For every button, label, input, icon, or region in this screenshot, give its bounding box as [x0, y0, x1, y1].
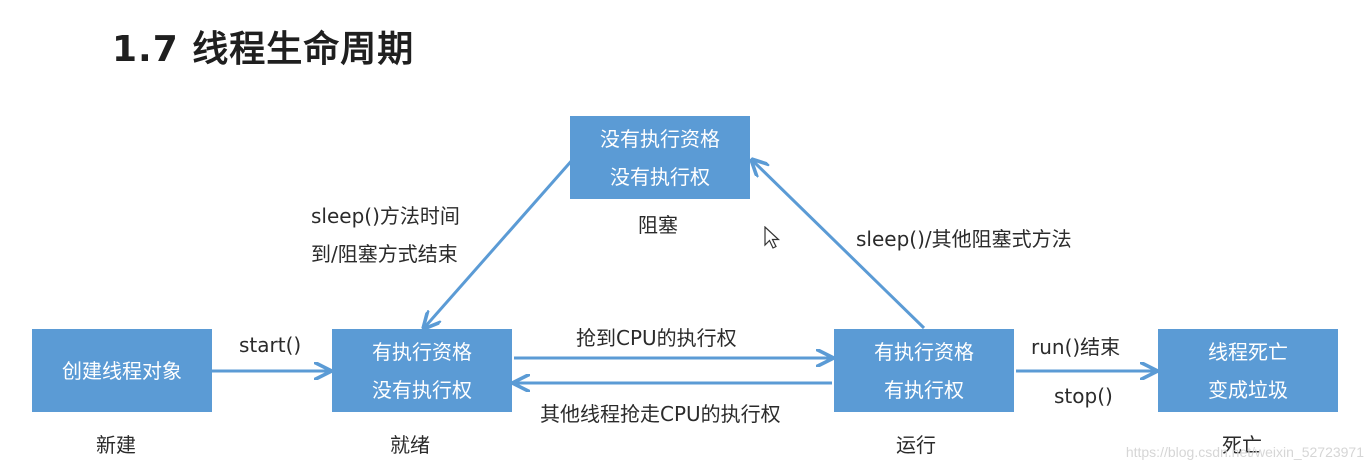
arrow-running-to-blocked: [752, 160, 926, 330]
node-ready: 有执行资格 没有执行权: [332, 329, 512, 412]
node-running: 有执行资格 有执行权: [834, 329, 1014, 412]
node-dead-caption: 死亡: [1222, 433, 1262, 457]
node-running-line-1: 有执行资格: [874, 339, 974, 364]
node-blocked-caption: 阻塞: [638, 213, 678, 237]
node-ready-caption: 就绪: [390, 433, 430, 457]
node-new-line-1: 创建线程对象: [62, 358, 182, 383]
edge-label-sleep-end-1: sleep()方法时间: [311, 204, 460, 228]
node-new: 创建线程对象: [32, 329, 212, 412]
edge-label-sleep-end-2: 到/阻塞方式结束: [311, 242, 458, 266]
node-blocked: 没有执行资格 没有执行权: [570, 116, 750, 199]
node-ready-line-2: 没有执行权: [372, 377, 472, 402]
edge-label-stop: stop(): [1054, 384, 1113, 408]
node-dead-line-1: 线程死亡: [1208, 339, 1288, 364]
node-running-caption: 运行: [896, 433, 936, 457]
node-ready-line-1: 有执行资格: [372, 339, 472, 364]
node-dead-line-2: 变成垃圾: [1208, 377, 1288, 402]
node-blocked-line-2: 没有执行权: [610, 164, 710, 189]
node-running-line-2: 有执行权: [884, 377, 964, 402]
edge-label-run-end: run()结束: [1031, 335, 1121, 359]
node-dead: 线程死亡 变成垃圾: [1158, 329, 1338, 412]
node-blocked-line-1: 没有执行资格: [600, 126, 720, 151]
watermark: https://blog.csdn.net/weixin_52723971: [1125, 444, 1364, 460]
edge-label-lose-cpu: 其他线程抢走CPU的执行权: [540, 402, 781, 426]
edge-label-start: start(): [239, 333, 302, 357]
node-new-caption: 新建: [96, 433, 136, 457]
arrow-blocked-to-ready: [424, 157, 576, 328]
edge-label-sleep-block: sleep()/其他阻塞式方法: [856, 227, 1072, 251]
edge-label-grab-cpu: 抢到CPU的执行权: [576, 326, 737, 350]
page-title: 1.7 线程生命周期: [112, 29, 415, 70]
mouse-cursor-icon: [764, 226, 781, 249]
